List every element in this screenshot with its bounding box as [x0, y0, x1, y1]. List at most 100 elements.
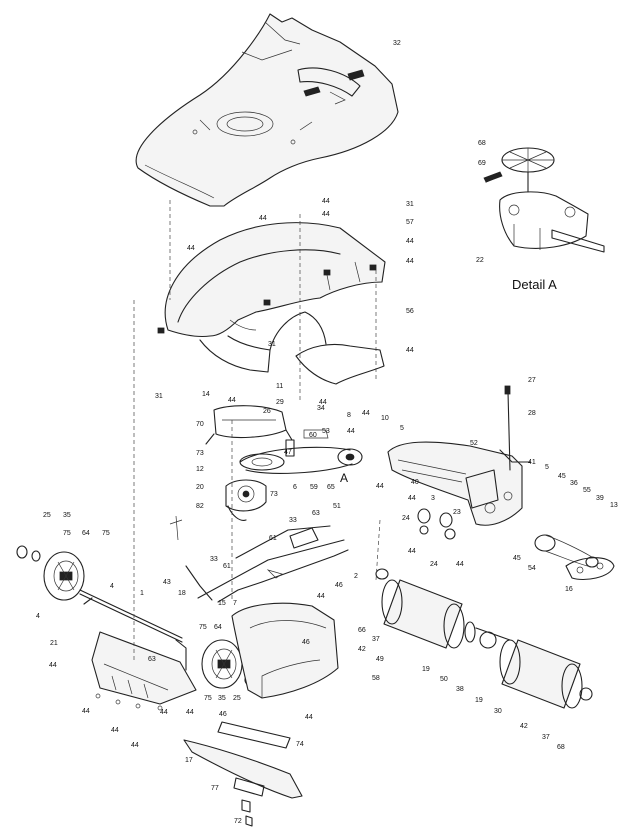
- callout-21: 21: [50, 640, 58, 647]
- bushes: [417, 508, 456, 540]
- callout-39: 39: [596, 495, 604, 502]
- callout-23: 23: [453, 509, 461, 516]
- alignment-lines: [133, 200, 381, 660]
- callout-63: 63: [148, 656, 156, 663]
- callout-44: 44: [186, 709, 194, 716]
- callout-74: 74: [296, 741, 304, 748]
- left-wheel: [16, 545, 85, 601]
- callout-31: 31: [268, 341, 276, 348]
- callout-44: 44: [317, 593, 325, 600]
- callout-16: 16: [565, 586, 573, 593]
- front-axle: [79, 589, 183, 643]
- callout-59: 59: [310, 484, 318, 491]
- callout-75: 75: [199, 624, 207, 631]
- callout-3: 3: [431, 495, 435, 502]
- callout-72: 72: [234, 818, 242, 825]
- callout-28: 28: [528, 410, 536, 417]
- callout-44: 44: [259, 215, 267, 222]
- callout-44: 44: [228, 397, 236, 404]
- callout-68: 68: [478, 140, 486, 147]
- callout-44: 44: [362, 410, 370, 417]
- callout-35: 35: [63, 512, 71, 519]
- callout-44: 44: [111, 727, 119, 734]
- callout-46: 46: [219, 711, 227, 718]
- callout-44: 44: [319, 399, 327, 406]
- callout-44: 44: [406, 238, 414, 245]
- callout-54: 54: [528, 565, 536, 572]
- callout-33: 33: [289, 517, 297, 524]
- callout-25: 25: [43, 512, 51, 519]
- callout-10: 10: [381, 415, 389, 422]
- callout-24: 24: [402, 515, 410, 522]
- callout-6: 6: [293, 484, 297, 491]
- callout-44: 44: [322, 211, 330, 218]
- callout-52: 52: [470, 440, 478, 447]
- callout-75: 75: [204, 695, 212, 702]
- callout-24: 24: [430, 561, 438, 568]
- callout-5: 5: [545, 464, 549, 471]
- callout-44: 44: [408, 495, 416, 502]
- callout-19: 19: [475, 697, 483, 704]
- callout-75: 75: [102, 530, 110, 537]
- callout-58: 58: [372, 675, 380, 682]
- callout-31: 31: [406, 201, 414, 208]
- callout-2: 2: [354, 573, 358, 580]
- callout-65: 65: [327, 484, 335, 491]
- callout-75: 75: [63, 530, 71, 537]
- callout-40: 40: [411, 479, 419, 486]
- callout-44: 44: [406, 258, 414, 265]
- callout-19: 19: [422, 666, 430, 673]
- handle-bracket: [169, 515, 349, 603]
- callout-7: 7: [233, 600, 237, 607]
- callout-29: 29: [276, 399, 284, 406]
- callout-68: 68: [557, 744, 565, 751]
- callout-44: 44: [187, 245, 195, 252]
- pulley-guards: [205, 405, 293, 445]
- callout-73: 73: [196, 450, 204, 457]
- callout-32: 32: [393, 40, 401, 47]
- callout-77: 77: [211, 785, 219, 792]
- hood-cover: [135, 13, 399, 207]
- callout-34: 34: [317, 405, 325, 412]
- callout-36: 36: [570, 480, 578, 487]
- callout-55: 55: [583, 487, 591, 494]
- callout-8: 8: [347, 412, 351, 419]
- callout-30: 30: [494, 708, 502, 715]
- callout-11: 11: [276, 383, 283, 390]
- callout-56: 56: [406, 308, 414, 315]
- front-deck: [91, 631, 197, 711]
- callout-46: 46: [335, 582, 343, 589]
- callout-44: 44: [376, 483, 384, 490]
- callout-37: 37: [372, 636, 380, 643]
- callout-66: 66: [358, 627, 366, 634]
- callout-82: 82: [196, 503, 204, 510]
- callout-44: 44: [406, 347, 414, 354]
- callout-12: 12: [196, 466, 204, 473]
- callout-42: 42: [358, 646, 366, 653]
- callout-44: 44: [456, 561, 464, 568]
- callout-31: 31: [155, 393, 163, 400]
- callout-41: 41: [528, 459, 536, 466]
- callout-20: 20: [196, 484, 204, 491]
- callout-44: 44: [82, 708, 90, 715]
- callout-44: 44: [347, 428, 355, 435]
- callout-27: 27: [528, 377, 536, 384]
- detail-marker-a: A: [340, 471, 348, 485]
- callout-5: 5: [400, 425, 404, 432]
- callout-53: 53: [322, 428, 330, 435]
- callout-49: 49: [376, 656, 384, 663]
- callout-73: 73: [270, 491, 278, 498]
- gearbox-detail-a: [483, 147, 605, 253]
- callout-13: 13: [610, 502, 618, 509]
- drive-belt: [239, 429, 363, 474]
- detail-a-caption: Detail A: [512, 277, 557, 292]
- drive-housing: [387, 385, 531, 526]
- callout-14: 14: [202, 391, 210, 398]
- rear-body: [157, 222, 386, 385]
- callout-64: 64: [82, 530, 90, 537]
- callout-44: 44: [408, 548, 416, 555]
- callout-26: 26: [263, 408, 271, 415]
- callout-63: 63: [312, 510, 320, 517]
- callout-44: 44: [131, 742, 139, 749]
